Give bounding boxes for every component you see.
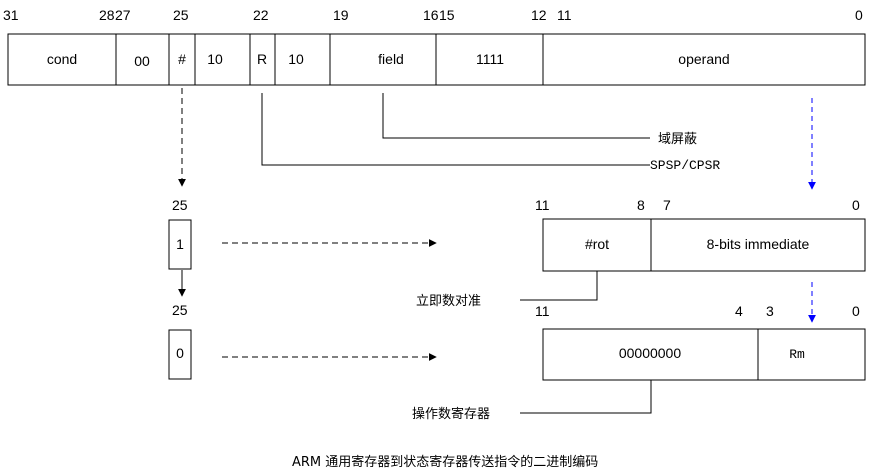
imm-bit-8-label: 8 [637, 197, 645, 213]
r-bit-callout-line [261, 93, 650, 166]
reg-bit-value: 0 [176, 345, 184, 361]
immediate-8bits-field [650, 218, 866, 272]
field-10-b-text: 10 [288, 51, 304, 67]
bit-25-label: 25 [173, 7, 189, 23]
operand-register-callout-line [520, 380, 652, 414]
bit-31-label: 31 [3, 7, 19, 23]
reg-bit-11-label: 11 [535, 303, 550, 319]
imm-bit-0-label: 0 [852, 197, 860, 213]
bit-19-label: 19 [333, 7, 349, 23]
bit-28-label: 28 [99, 7, 115, 23]
field-1111-text: 1111 [476, 51, 504, 67]
field-cond [7, 33, 117, 86]
field-00 [115, 33, 170, 86]
field-cond-text: cond [47, 51, 77, 67]
bit-11-label: 11 [557, 7, 572, 23]
field-operand-text: operand [678, 51, 729, 67]
field-hash-text: # [178, 51, 186, 67]
instruction-word: cond 00 # 10 R 10 field 1111 operand [7, 33, 866, 86]
imm-bit-box [168, 219, 192, 270]
field-10-b [274, 33, 331, 86]
reg-bit-25-label: 25 [172, 302, 188, 318]
field-mask-text: field [378, 51, 404, 67]
top-bit-numbers: 31 28 27 25 22 19 16 15 12 11 0 [3, 7, 863, 23]
rm-field-text: Rm [789, 347, 805, 362]
hash-bit-branch: 25 1 25 0 [168, 88, 437, 380]
field-1111 [435, 33, 544, 86]
rot-callout-label: 立即数对准 [416, 294, 481, 309]
rot-field-text: #rot [585, 236, 609, 252]
imm-operand-format: 11 8 7 0 #rot 8-bits immediate 立即数对准 [416, 197, 866, 309]
field-r-text: R [257, 51, 267, 67]
bit-16-label: 16 [423, 7, 439, 23]
bit-15-label: 15 [439, 7, 455, 23]
rm-field [757, 328, 866, 381]
r-bit-callout-label: SPSP/CPSR [650, 158, 720, 173]
reg-bit-box [168, 329, 192, 380]
field-10-a-text: 10 [207, 51, 223, 67]
callouts-top: 域屏蔽 SPSP/CPSR [261, 93, 720, 173]
reg-bit-0-label: 0 [852, 303, 860, 319]
bit-0-label: 0 [855, 7, 863, 23]
operand-register-callout-label: 操作数寄存器 [412, 406, 490, 422]
field-00-text: 00 [134, 53, 150, 69]
imm-bit-value: 1 [176, 236, 184, 252]
bit-22-label: 22 [253, 7, 269, 23]
rot-field [542, 218, 652, 272]
bit-27-label: 27 [115, 7, 131, 23]
field-mask-callout-label: 域屏蔽 [658, 132, 697, 147]
field-operand [542, 33, 866, 86]
immediate-field-text: 8-bits immediate [707, 236, 810, 252]
reg-operand-format: 11 4 3 0 00000000 Rm 操作数寄存器 [412, 303, 866, 422]
reg-bit-4-label: 4 [735, 303, 743, 319]
imm-bit-25-label: 25 [172, 197, 188, 213]
field-r [249, 33, 276, 86]
rot-callout-line [520, 271, 598, 301]
figure-caption: ARM 通用寄存器到状态寄存器传送指令的二进制编码 [292, 454, 598, 470]
imm-bit-7-label: 7 [663, 197, 671, 213]
imm-bit-11-label: 11 [535, 197, 550, 213]
field-mask-callout-line [382, 93, 650, 139]
zero-field-text: 00000000 [619, 345, 682, 361]
field-mask [329, 33, 437, 86]
field-immediate-flag [168, 33, 196, 86]
bit-12-label: 12 [531, 7, 547, 23]
reg-bit-3-label: 3 [766, 303, 774, 319]
